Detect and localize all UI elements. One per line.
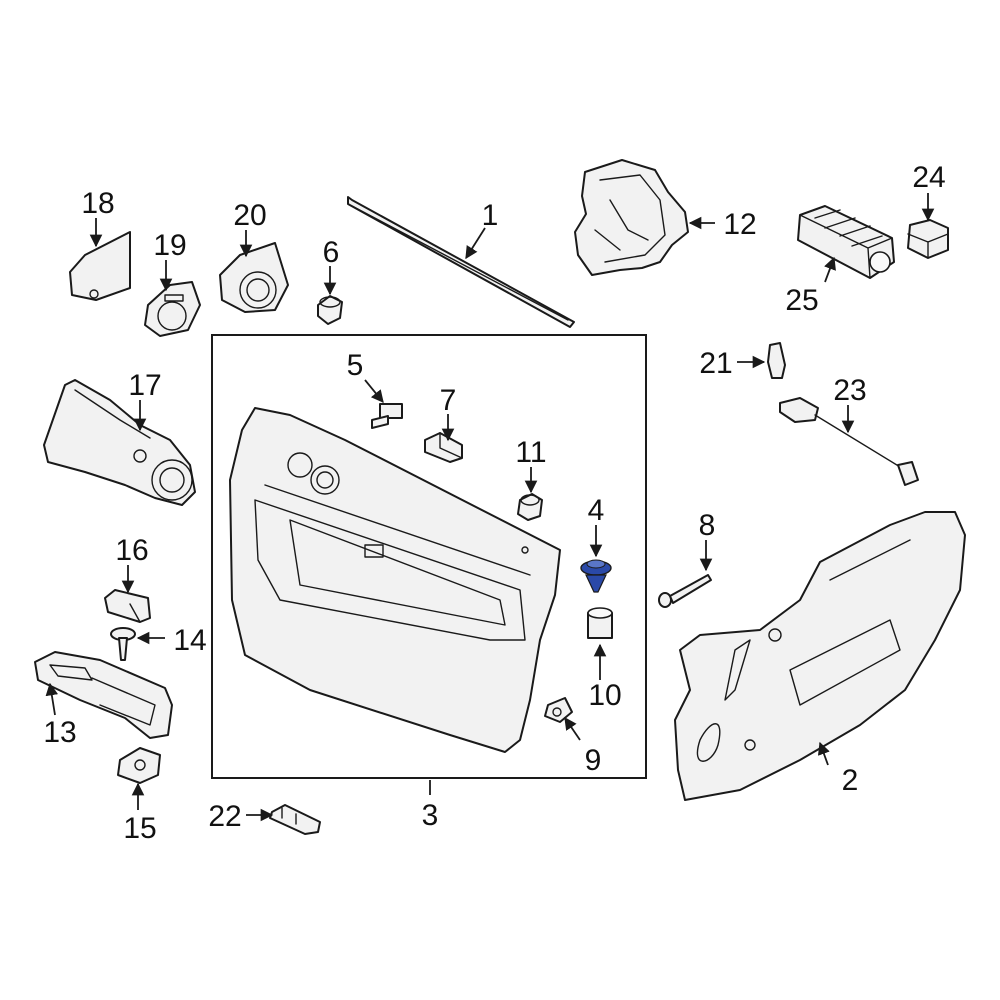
part-8-bolt[interactable] (658, 574, 712, 608)
part-14-screw[interactable] (110, 627, 136, 661)
part-2-water-shield[interactable] (674, 511, 966, 801)
part-15-nut-clip[interactable] (117, 747, 161, 784)
part-23-harness[interactable] (779, 397, 919, 486)
part-3-door-trim-panel[interactable] (229, 407, 561, 753)
callout-15: 15 (123, 812, 156, 845)
assembly-frame (211, 334, 647, 779)
callout-23: 23 (833, 374, 866, 407)
part-4-retainer-clip[interactable] (580, 559, 612, 593)
callout-6: 6 (323, 236, 340, 269)
part-25-window-switch[interactable] (797, 205, 895, 279)
callout-19: 19 (153, 229, 186, 262)
callout-14: 14 (173, 624, 206, 657)
part-13-armrest-bezel[interactable] (34, 651, 173, 739)
part-18-trim[interactable] (69, 231, 131, 301)
part-7-bracket[interactable] (424, 432, 463, 463)
part-20-tweeter-housing[interactable] (219, 242, 289, 313)
part-24-switch[interactable] (907, 219, 949, 259)
callout-labels: 1 2 3 4 5 6 7 8 9 10 11 12 13 14 15 16 1… (43, 161, 945, 845)
leader-lines (45, 193, 935, 822)
callout-16: 16 (115, 534, 148, 567)
callout-2: 2 (842, 764, 859, 797)
callout-25: 25 (785, 284, 818, 317)
part-10-spacer[interactable] (587, 607, 613, 639)
part-6-grommet[interactable] (317, 295, 343, 325)
part-17-upper-trim[interactable] (43, 379, 196, 506)
callout-3: 3 (422, 799, 439, 832)
callout-17: 17 (128, 369, 161, 402)
part-5-pin[interactable] (371, 403, 403, 429)
callout-7: 7 (440, 384, 457, 417)
callout-11: 11 (515, 436, 546, 469)
part-21-connector[interactable] (767, 342, 786, 379)
callout-8: 8 (699, 509, 716, 542)
callout-4: 4 (588, 494, 605, 527)
callout-21: 21 (699, 347, 732, 380)
part-22-clip-strip[interactable] (269, 804, 321, 835)
part-9-clip[interactable] (544, 697, 573, 723)
callout-1: 1 (482, 199, 499, 232)
callout-24: 24 (912, 161, 945, 194)
callout-10: 10 (588, 679, 621, 712)
part-11-grommet[interactable] (517, 493, 543, 521)
callout-12: 12 (723, 208, 756, 241)
part-16-clip[interactable] (104, 589, 151, 623)
callout-9: 9 (585, 744, 602, 777)
part-19-speaker-trim[interactable] (144, 281, 201, 337)
callout-18: 18 (81, 187, 114, 220)
part-12-insulator[interactable] (574, 159, 689, 276)
callout-5: 5 (347, 349, 364, 382)
callout-20: 20 (233, 199, 266, 232)
callout-22: 22 (208, 800, 241, 833)
part-1-weatherstrip[interactable] (347, 196, 575, 328)
callout-13: 13 (43, 716, 76, 749)
